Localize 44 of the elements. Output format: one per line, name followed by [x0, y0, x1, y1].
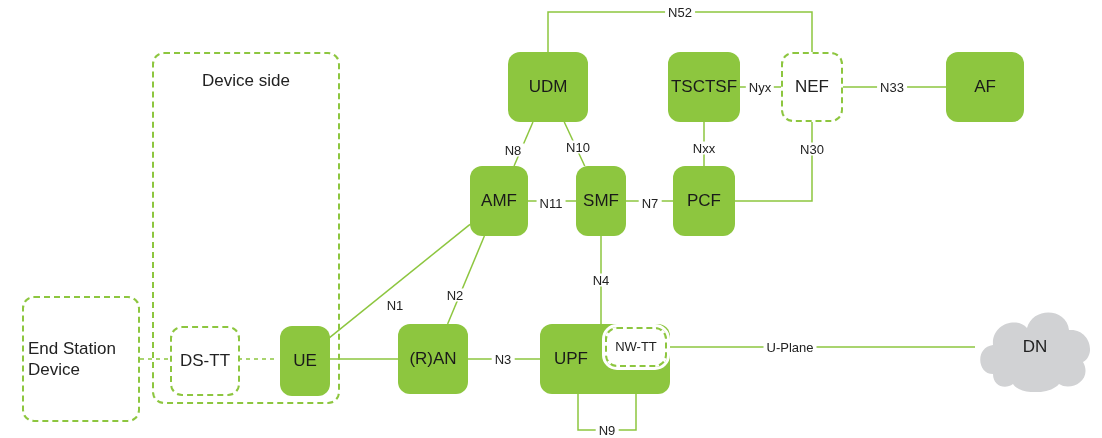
node-label: DS-TT [178, 350, 231, 372]
dashed-box [605, 327, 667, 367]
node-label: NW-TT [615, 338, 657, 357]
node-label: NEF [794, 76, 830, 98]
node-label: AF [974, 76, 996, 99]
edge-label: N52 [665, 5, 695, 19]
connector-line [577, 393, 637, 431]
node-label: UPF [554, 348, 588, 371]
node-label: UDM [528, 76, 568, 99]
connector-line [446, 235, 486, 325]
connector-line [600, 235, 602, 325]
dashed-box [781, 52, 843, 122]
connector-line [513, 121, 534, 167]
node-label: UE [293, 350, 317, 373]
edge-label: N7 [638, 196, 662, 210]
connector-line [547, 11, 813, 53]
process-box [668, 52, 740, 122]
edge-label: U-Plane [763, 340, 817, 354]
dashed-box [170, 326, 240, 396]
node-label: DN [1022, 336, 1048, 359]
edge-label: N33 [877, 80, 907, 94]
connector-line [734, 121, 813, 202]
node-label: SMF [583, 190, 619, 213]
group-frame [152, 52, 340, 404]
node-label: Device side [202, 70, 290, 92]
process-box [540, 324, 670, 394]
process-box [398, 324, 468, 394]
edge-label: N3 [491, 352, 515, 366]
connector-line [139, 358, 169, 360]
process-box [576, 166, 626, 236]
process-box [470, 166, 528, 236]
edge-label: N11 [536, 196, 566, 210]
process-box [508, 52, 588, 122]
process-box [280, 326, 330, 396]
edge-label: N9 [595, 423, 619, 437]
node-label: End Station Device [27, 337, 117, 381]
node-label: (R)AN [409, 348, 457, 371]
node-label: AMF [481, 190, 517, 213]
process-box [946, 52, 1024, 122]
process-box [673, 166, 735, 236]
edge-label: Nyx [745, 80, 775, 94]
node-label: TSCTSF [670, 76, 738, 99]
dashed-box [22, 296, 140, 422]
node-label: PCF [687, 190, 721, 213]
